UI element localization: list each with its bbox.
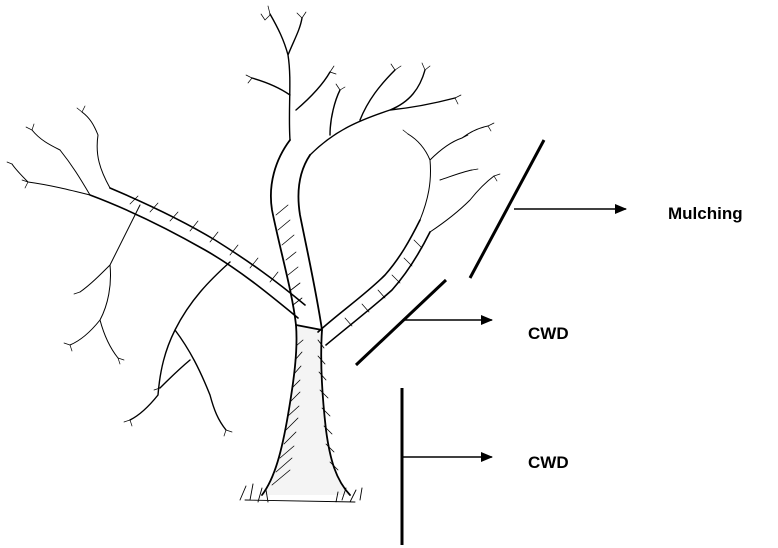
annotation-lines — [356, 140, 626, 545]
right-limb-twigs — [408, 126, 494, 232]
twig-clusters — [7, 6, 500, 436]
mulching-label: Mulching — [668, 204, 743, 224]
upper-branch-right — [310, 70, 455, 155]
cwd-lower-label: CWD — [528, 453, 569, 473]
cwd-upper-cut-line — [356, 280, 446, 365]
left-limb-hatching — [130, 196, 278, 282]
tree-illustration — [7, 6, 500, 502]
lower-left-limb — [130, 262, 230, 430]
cwd-upper-label: CWD — [528, 324, 569, 344]
central-hatching — [276, 205, 302, 305]
right-limb — [318, 220, 430, 345]
upper-branch-left — [252, 14, 330, 140]
left-limb-twigs — [12, 112, 140, 358]
tree-trunk — [262, 325, 350, 495]
left-limb — [90, 188, 305, 318]
